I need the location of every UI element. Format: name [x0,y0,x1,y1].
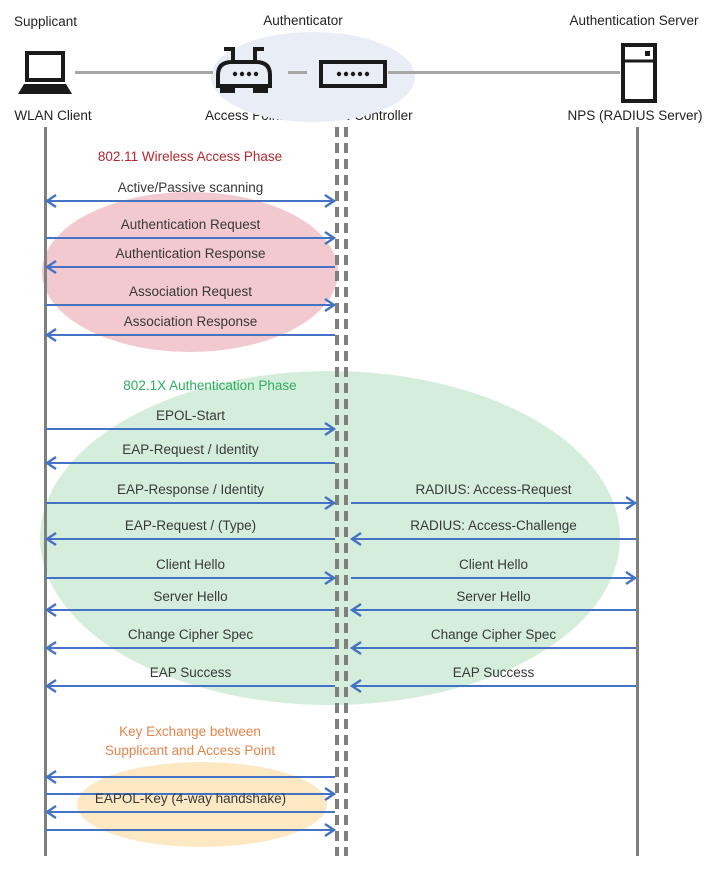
message-arrow-left [44,260,335,274]
message-arrow-right [46,422,337,436]
phase3-title-line2: Supplicant and Access Point [104,743,276,758]
message-arrow-left [44,770,335,784]
caption-wlan-client: WLAN Client [14,108,92,123]
role-title-authenticator: Authenticator [263,13,343,28]
lifeline-authenticator-dashed-left [335,127,339,856]
phase3-title: Key Exchange between Supplicant and Acce… [60,722,320,760]
message-label: Server Hello [456,589,531,604]
message-arrow-right [351,571,638,585]
laptop-icon [18,51,72,94]
role-title-supplicant: Supplicant [14,14,78,29]
phase1-title: 802.11 Wireless Access Phase [97,149,283,164]
topology-link [388,71,620,74]
message-arrow-left [44,679,335,693]
lifeline-wlan-client [44,127,47,856]
message-arrow-right [46,571,337,585]
message-arrow-right [46,823,337,837]
message-label: Change Cipher Spec [127,627,254,642]
message-arrow-right [46,787,337,801]
message-label: RADIUS: Access-Challenge [410,518,577,533]
message-arrow-left [349,641,636,655]
message-label: Authentication Response [115,246,266,261]
message-label: RADIUS: Access-Request [415,482,572,497]
role-title-authentication-server: Authentication Server [569,13,699,28]
message-arrow-right [46,496,337,510]
phase2-title: 802.1X Authentication Phase [123,378,297,393]
message-arrow-left [349,532,636,546]
lifeline-authenticator-dashed-right [344,127,348,856]
message-arrow-right [46,298,337,312]
message-arrow-left [44,603,335,617]
phase3-title-line1: Key Exchange between [119,724,261,739]
message-label: EAP-Request / Identity [122,442,259,457]
topology-link [288,71,307,74]
message-arrow-both [44,194,337,208]
message-label: Active/Passive scanning [117,180,264,195]
wlan-controller-icon [319,60,387,88]
message-label: Association Response [123,314,258,329]
message-label: EAP-Request / (Type) [124,518,257,533]
phase1-ellipse [42,192,338,352]
message-label: Client Hello [155,557,226,572]
access-point-icon [216,47,272,93]
message-arrow-left [44,328,335,342]
authenticator-highlight-ellipse [211,32,415,122]
message-arrow-left [44,456,335,470]
server-icon [621,43,657,103]
message-label: Client Hello [458,557,529,572]
lifeline-radius-server [636,127,639,856]
message-label: Association Request [128,284,253,299]
message-label: EAP Success [149,665,232,680]
message-label: EAP Success [452,665,535,680]
message-arrow-left [349,679,636,693]
message-label: EAPOL-Key (4-way handshake) [94,791,287,806]
caption-nps-radius-server: NPS (RADIUS Server) [567,108,703,123]
message-arrow-left [349,603,636,617]
message-arrow-left [44,532,335,546]
message-arrow-left [44,805,335,819]
message-label: Server Hello [153,589,228,604]
message-arrow-right [351,496,638,510]
topology-link [75,71,213,74]
message-label: Authentication Request [120,217,261,232]
message-arrow-left [44,641,335,655]
message-arrow-right [46,231,337,245]
message-label: EAP-Response / Identity [116,482,265,497]
message-label: EPOL-Start [155,408,226,423]
message-label: Change Cipher Spec [430,627,557,642]
